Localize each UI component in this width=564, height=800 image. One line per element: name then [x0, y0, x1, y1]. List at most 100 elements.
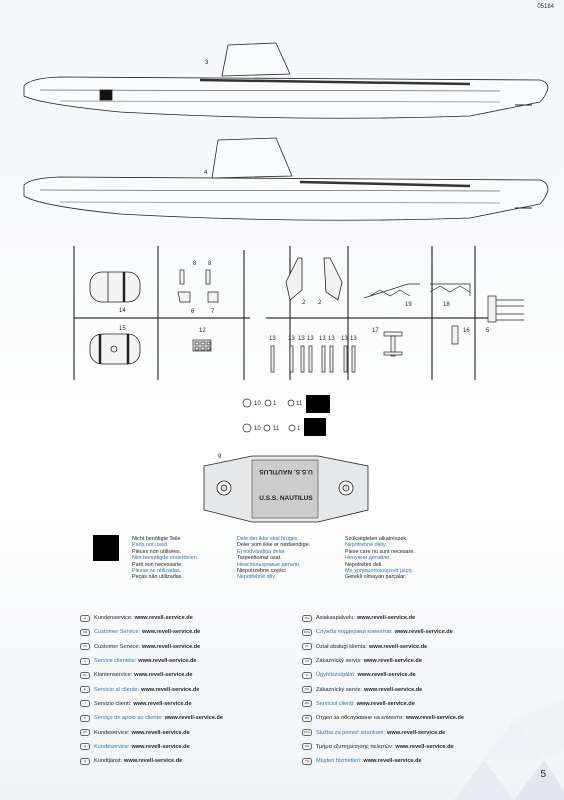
- service-link[interactable]: www.revell-service.de: [141, 686, 200, 693]
- service-link[interactable]: www.revell-service.de: [405, 715, 464, 722]
- nameplate: U.S.S. NAUTILUS: [259, 495, 313, 502]
- country-badge: N: [80, 743, 90, 751]
- hull-4-label: 4: [204, 170, 208, 176]
- part-label: 14: [119, 308, 126, 314]
- legend-line: Deler som ikke er nødvendige.: [237, 542, 311, 549]
- part-15-cylinder: [89, 333, 141, 365]
- svg-text:11: 11: [296, 401, 303, 407]
- part-label: 13: [288, 336, 295, 342]
- part-label: 13: [307, 336, 314, 342]
- service-link[interactable]: www.revell-service.de: [363, 758, 422, 765]
- legend-line: Неиспользуемые детали.: [237, 561, 301, 568]
- country-badge: GB: [80, 628, 90, 636]
- service-link[interactable]: www.revell-service.de: [131, 729, 190, 736]
- triangle-watermark: [454, 700, 564, 800]
- legend-line: Nicht benötigte Teile: [132, 536, 181, 542]
- legend-line: Ненужни детайли.: [345, 555, 391, 562]
- svg-text:11: 11: [273, 426, 280, 432]
- legend-line: Tarpeettomat osat.: [237, 555, 282, 562]
- part-label: 13: [328, 336, 335, 342]
- legend-line: Niepotrzebne części.: [237, 568, 288, 575]
- country-badge: US: [80, 643, 90, 651]
- part-label: 19: [405, 302, 412, 308]
- country-badge: FIN: [302, 614, 312, 622]
- legend-line: Nepotrebni deli.: [345, 561, 383, 568]
- country-badge: RUS: [302, 628, 312, 636]
- service-link[interactable]: www.revell-service.de: [387, 729, 446, 736]
- service-link[interactable]: www.revell-service.de: [356, 615, 416, 622]
- document-number: 05184: [537, 4, 554, 10]
- part-label: 5: [486, 328, 490, 334]
- svg-text:1: 1: [297, 426, 301, 432]
- part-label: 13: [341, 336, 348, 342]
- page-number: 5: [540, 769, 546, 780]
- legend-line: Nepotřebné díly.: [237, 574, 277, 581]
- legend-line: Parti non necessarie.: [132, 561, 183, 568]
- part-14-cylinder: [89, 271, 141, 303]
- parts-13-pins: [270, 345, 356, 373]
- country-badge: PL: [302, 643, 312, 651]
- legend-line: Niet benodigde onderdelen.: [132, 555, 199, 562]
- service-link[interactable]: www.revell-service.de: [395, 743, 454, 750]
- country-badge: H: [302, 671, 312, 679]
- service-link[interactable]: www.revell-service.de: [124, 758, 183, 765]
- country-badge: NL: [80, 671, 90, 679]
- country-badge: SK: [302, 686, 312, 694]
- legend-column-2: Dele der ikke skal bruges. Deler som ikk…: [237, 536, 310, 581]
- service-link[interactable]: www.revell-service.de: [357, 672, 416, 679]
- service-link[interactable]: www.revell-service.de: [164, 715, 223, 722]
- legend-line: Nepotrebné diely.: [345, 542, 387, 549]
- legend-line: Piese care nu sunt necesare.: [345, 548, 415, 555]
- decal-row-1: 10 1 11: [242, 395, 330, 413]
- svg-text:10: 10: [254, 401, 261, 407]
- service-link[interactable]: www.revell-service.de: [356, 700, 415, 707]
- part-12-block: [192, 339, 212, 352]
- legend-line: Parts not used.: [132, 542, 169, 549]
- country-badge: RO: [302, 700, 312, 708]
- stand-label: 9: [218, 454, 222, 460]
- service-link[interactable]: www.revell-service.de: [394, 629, 453, 636]
- part-label: 13: [269, 336, 276, 342]
- country-badge: SLO: [302, 729, 312, 737]
- legend-column-3: Szükségtelen alkatrészek. Nepotrebné die…: [345, 536, 415, 581]
- service-link[interactable]: www.revell-service.de: [133, 700, 192, 707]
- country-badge: BG: [302, 714, 312, 722]
- decal-row-2: 10 11 1: [242, 418, 326, 436]
- legend-line: Szükségtelen alkatrészek.: [345, 536, 408, 542]
- service-link[interactable]: www.revell-service.de: [142, 629, 201, 636]
- country-badge: E: [80, 686, 90, 694]
- country-badge: GR: [302, 743, 312, 751]
- service-link[interactable]: www.revell-service.de: [364, 686, 423, 693]
- service-link[interactable]: www.revell-service.de: [131, 743, 190, 750]
- service-link[interactable]: www.revell-service.de: [363, 658, 422, 665]
- stand-part-9: [203, 455, 369, 523]
- part-label: 13: [319, 336, 326, 342]
- part-label: 12: [199, 328, 206, 334]
- service-link[interactable]: www.revell-service.de: [134, 615, 193, 622]
- service-link[interactable]: www.revell-service.de: [142, 643, 201, 650]
- parts-5-16-17: [383, 295, 524, 357]
- hull-3-label: 3: [205, 60, 209, 66]
- legend-line: Dele der ikke skal bruges.: [237, 536, 300, 542]
- part-label: 2: [318, 300, 322, 306]
- service-link[interactable]: www.revell-service.de: [134, 672, 193, 679]
- part-label: 18: [443, 302, 450, 308]
- part-label: 13: [298, 336, 305, 342]
- service-link[interactable]: www.revell-service.de: [369, 643, 428, 650]
- service-link[interactable]: www.revell-service.de: [138, 658, 197, 665]
